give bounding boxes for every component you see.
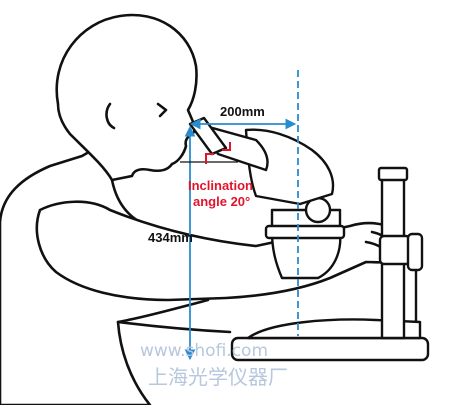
body-ring [264, 224, 346, 240]
focus-knob [406, 232, 424, 272]
watermark-company: 上海光学仪器厂 [148, 365, 288, 389]
stereo-microscope [188, 116, 430, 362]
person-lap [116, 320, 232, 334]
person-eye [156, 102, 168, 118]
person-ear [105, 102, 116, 130]
watermark-url: www.shofi.com [140, 341, 268, 361]
microscope-head [244, 128, 335, 206]
inclination-label-line2: angle 20° [193, 194, 250, 209]
vertical-height-label: 434mm [148, 230, 193, 245]
arm-bracket [378, 234, 412, 266]
angle-bracket-left [205, 153, 214, 164]
inclination-marker [205, 142, 231, 164]
angle-bracket-right [222, 142, 231, 151]
column-cap [377, 166, 409, 182]
person-head [55, 13, 198, 182]
horizontal-distance-label: 200mm [220, 104, 265, 119]
microscope-body [270, 208, 342, 280]
person-arm [35, 200, 409, 302]
dimension-lines [180, 70, 299, 361]
inclination-label-line1: Inclination [188, 178, 253, 193]
